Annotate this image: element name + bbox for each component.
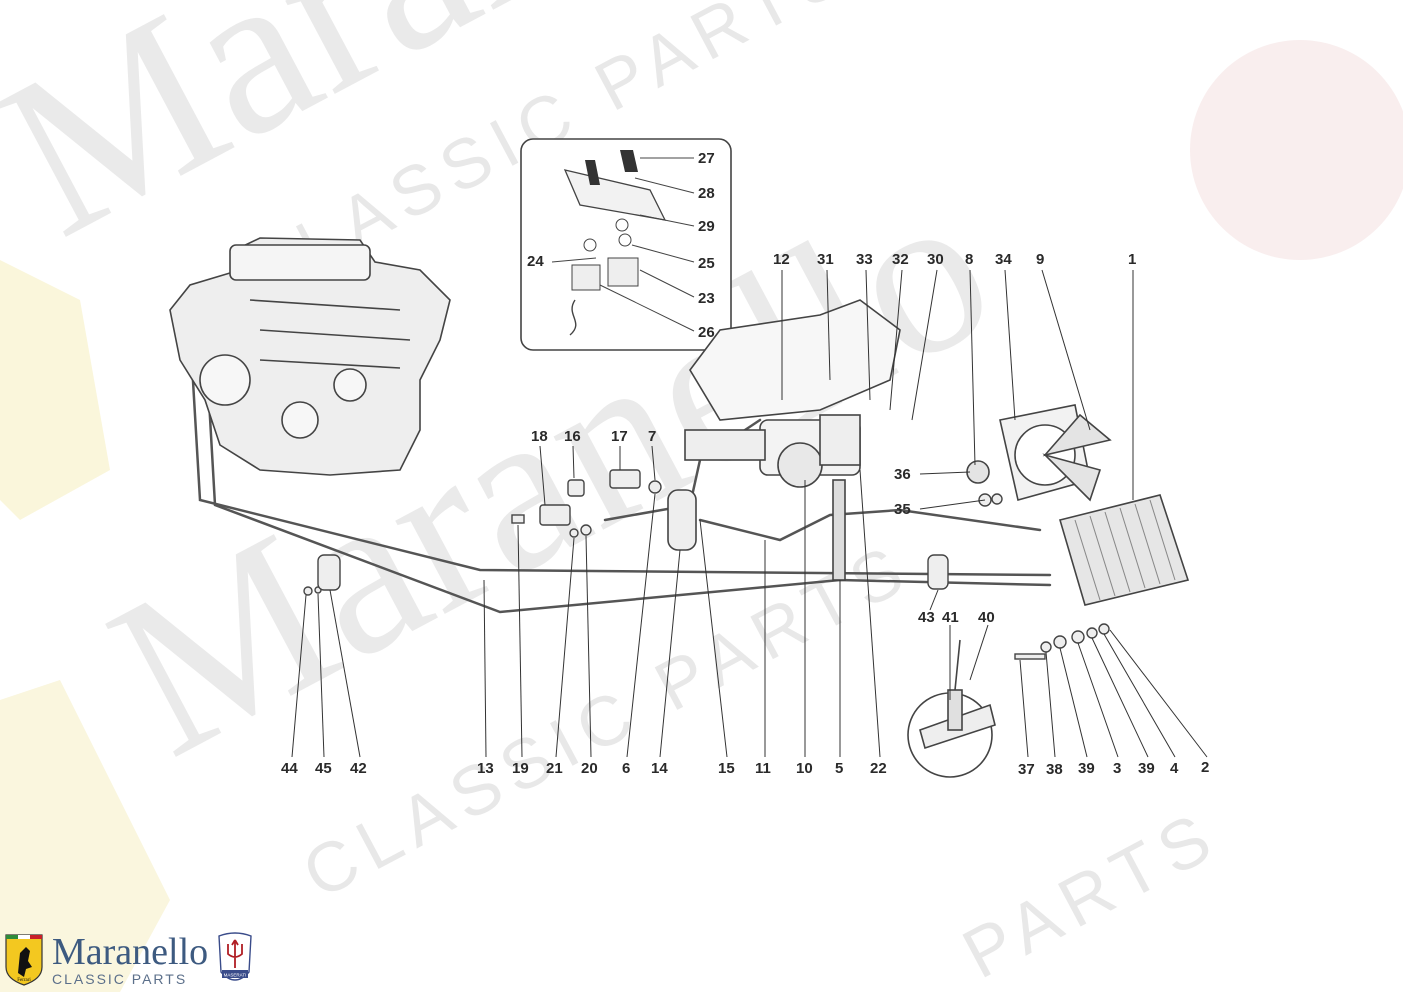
callout-7: 7 <box>648 428 656 445</box>
callout-17: 17 <box>611 428 628 445</box>
callout-25: 25 <box>698 255 715 272</box>
engine-assembly <box>169 237 451 476</box>
receiver-drier <box>667 479 846 581</box>
callout-22: 22 <box>870 760 887 777</box>
callout-30: 30 <box>927 251 944 268</box>
brand-wordmark: Maranello CLASSIC PARTS <box>52 933 208 987</box>
mid-callouts: 18 16 17 7 36 35 43 41 40 <box>531 428 995 626</box>
callout-24: 24 <box>527 253 544 270</box>
ferrari-watermark-badge-bottom <box>0 680 170 992</box>
callout-37: 37 <box>1018 761 1035 778</box>
callout-42: 42 <box>350 760 367 777</box>
callout-43: 43 <box>918 609 935 626</box>
callout-36: 36 <box>894 466 911 483</box>
callout-38: 38 <box>1046 761 1063 778</box>
inset-callouts: 27 28 29 24 25 23 26 <box>527 150 715 341</box>
callout-26: 26 <box>698 324 715 341</box>
callout-1: 1 <box>1128 251 1136 268</box>
callout-15: 15 <box>718 760 735 777</box>
ferrari-badge-text: Ferrari <box>17 978 31 983</box>
evaporator-unit <box>684 299 901 488</box>
top-callouts: 12 31 33 32 30 8 34 9 1 <box>773 251 1136 268</box>
brand-sub: CLASSIC PARTS <box>52 971 188 987</box>
ferrari-shield-icon: Ferrari <box>5 934 43 986</box>
callout-40: 40 <box>978 609 995 626</box>
callout-18: 18 <box>531 428 548 445</box>
fan-assembly <box>966 404 1112 502</box>
callout-27: 27 <box>698 150 715 167</box>
callout-14: 14 <box>651 760 668 777</box>
callout-19: 19 <box>512 760 529 777</box>
maserati-badge-text: MASERATI <box>224 973 247 978</box>
callout-34: 34 <box>995 251 1012 268</box>
brand-name: Maranello <box>52 931 209 973</box>
maserati-watermark-badge <box>1190 40 1403 260</box>
callout-6: 6 <box>622 760 630 777</box>
discharge-line <box>698 508 1042 542</box>
callout-8: 8 <box>965 251 973 268</box>
watermark-parts: PARTS <box>950 794 1231 992</box>
callout-3: 3 <box>1113 760 1121 777</box>
condenser <box>1058 494 1190 606</box>
suction-line-inner <box>203 328 1052 614</box>
callout-41: 41 <box>942 609 959 626</box>
control-panel-inset <box>520 138 732 351</box>
callout-39a: 39 <box>1078 760 1095 777</box>
callout-5: 5 <box>835 760 843 777</box>
bottom-callouts: 44 45 42 13 19 21 20 6 14 15 11 10 5 22 … <box>281 759 1209 778</box>
pressure-switch-detail <box>907 639 996 778</box>
callout-4: 4 <box>1170 760 1179 777</box>
ferrari-watermark-badge-top <box>0 260 110 520</box>
leader-lines <box>291 269 1208 758</box>
callout-31: 31 <box>817 251 834 268</box>
brand-logo: Ferrari Maranello CLASSIC PARTS MASERATI <box>4 930 254 990</box>
callout-13: 13 <box>477 760 494 777</box>
callout-45: 45 <box>315 760 332 777</box>
callout-23: 23 <box>698 290 715 307</box>
callout-44: 44 <box>281 760 298 777</box>
callout-12: 12 <box>773 251 790 268</box>
callout-2: 2 <box>1201 759 1209 776</box>
callout-20: 20 <box>581 760 598 777</box>
callout-29: 29 <box>698 218 715 235</box>
callout-39b: 39 <box>1138 760 1155 777</box>
callout-33: 33 <box>856 251 873 268</box>
callout-32: 32 <box>892 251 909 268</box>
callout-9: 9 <box>1036 251 1044 268</box>
callout-28: 28 <box>698 185 715 202</box>
callout-11: 11 <box>755 760 771 777</box>
maserati-trident-icon: MASERATI <box>218 932 252 981</box>
callout-35: 35 <box>894 501 911 518</box>
callout-10: 10 <box>796 760 813 777</box>
callout-16: 16 <box>564 428 581 445</box>
callout-21: 21 <box>546 760 563 777</box>
